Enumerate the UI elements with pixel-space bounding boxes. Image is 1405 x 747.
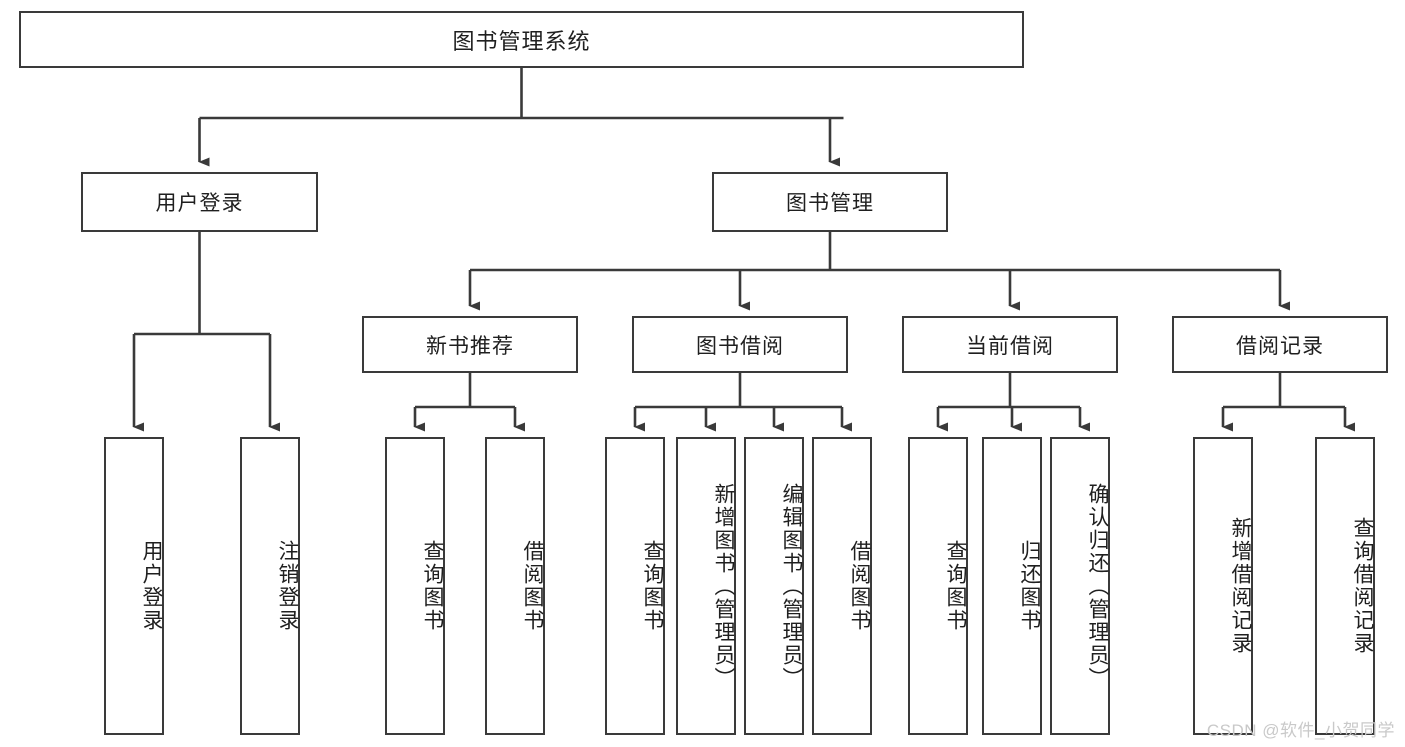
node-label: 归还图书 — [1018, 540, 1041, 632]
node-label: 借阅图书 — [848, 540, 871, 632]
node-current-borrow[interactable]: 当前借阅 — [902, 316, 1118, 373]
node-leaf-edit-book-admin[interactable]: 编辑图书（管理员） — [744, 437, 804, 735]
node-leaf-return-book[interactable]: 归还图书 — [982, 437, 1042, 735]
node-label: 新增借阅记录 — [1229, 517, 1252, 655]
node-leaf-query-book-current[interactable]: 查询图书 — [908, 437, 968, 735]
node-label: 查询图书 — [421, 540, 444, 632]
node-label: 确认归还（管理员） — [1086, 482, 1109, 690]
node-leaf-add-borrow-record[interactable]: 新增借阅记录 — [1193, 437, 1253, 735]
node-book-borrow[interactable]: 图书借阅 — [632, 316, 848, 373]
node-label: 新书推荐 — [426, 334, 514, 358]
node-user-login[interactable]: 用户登录 — [81, 172, 318, 232]
node-leaf-confirm-return-admin[interactable]: 确认归还（管理员） — [1050, 437, 1110, 735]
node-book-management-system[interactable]: 图书管理系统 — [19, 11, 1024, 68]
node-label: 注销登录 — [276, 540, 299, 632]
node-leaf-borrow-book-recommend[interactable]: 借阅图书 — [485, 437, 545, 735]
node-label: 编辑图书（管理员） — [780, 482, 803, 690]
node-label: 新增图书（管理员） — [712, 482, 735, 690]
node-leaf-query-book-borrow[interactable]: 查询图书 — [605, 437, 665, 735]
csdn-watermark: CSDN @软件_小贺同学 — [1206, 721, 1395, 740]
node-label: 当前借阅 — [966, 334, 1054, 358]
node-label: 用户登录 — [140, 540, 163, 632]
node-label: 查询借阅记录 — [1351, 517, 1374, 655]
node-label: 查询图书 — [641, 540, 664, 632]
node-label: 借阅图书 — [521, 540, 544, 632]
node-label: 借阅记录 — [1236, 334, 1324, 358]
node-leaf-logout-login[interactable]: 注销登录 — [240, 437, 300, 735]
node-leaf-query-borrow-record[interactable]: 查询借阅记录 — [1315, 437, 1375, 735]
node-leaf-user-login[interactable]: 用户登录 — [104, 437, 164, 735]
node-new-book-recommend[interactable]: 新书推荐 — [362, 316, 578, 373]
node-leaf-query-book-recommend[interactable]: 查询图书 — [385, 437, 445, 735]
node-borrow-record[interactable]: 借阅记录 — [1172, 316, 1388, 373]
node-leaf-add-book-admin[interactable]: 新增图书（管理员） — [676, 437, 736, 735]
node-label: 用户登录 — [155, 192, 244, 215]
node-book-manage[interactable]: 图书管理 — [712, 172, 948, 232]
node-label: 图书管理系统 — [452, 28, 591, 54]
node-label: 图书管理 — [786, 192, 874, 215]
node-label: 图书借阅 — [696, 334, 784, 358]
node-leaf-borrow-book[interactable]: 借阅图书 — [812, 437, 872, 735]
node-label: 查询图书 — [944, 540, 967, 632]
